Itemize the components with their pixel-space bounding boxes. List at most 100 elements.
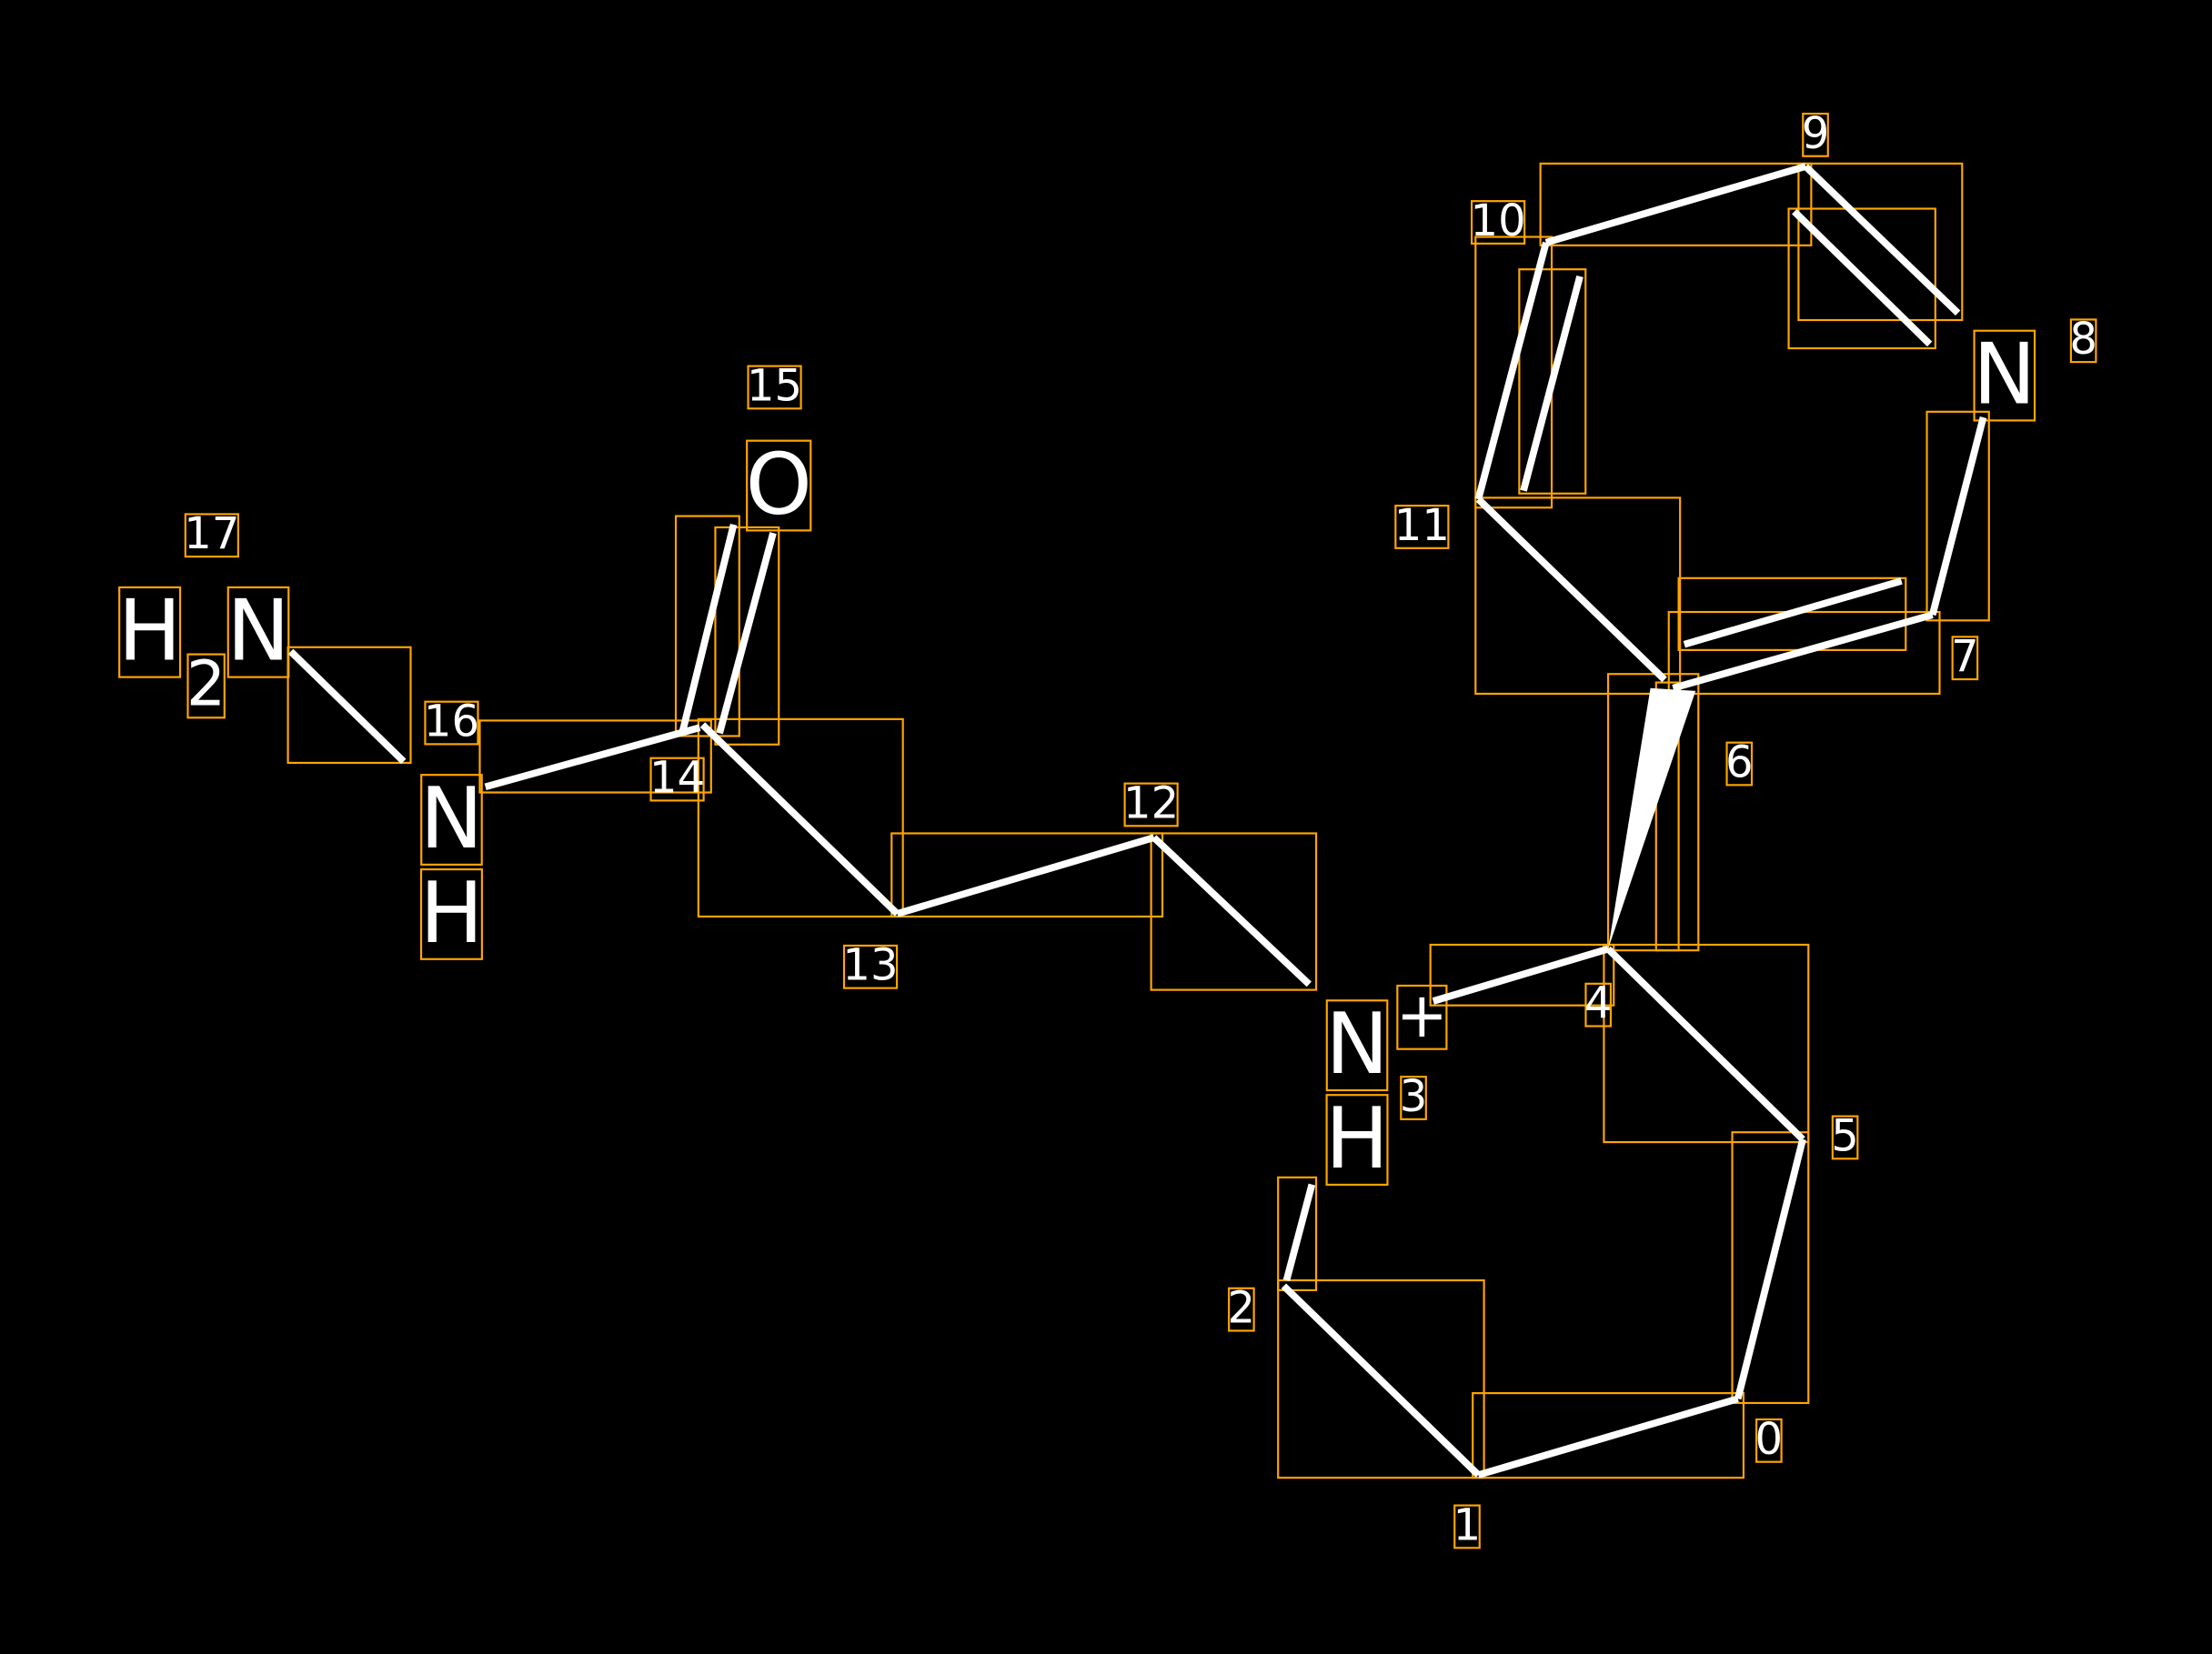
atom-index-4: 4: [1584, 978, 1613, 1029]
bond-line: [1477, 1395, 1739, 1479]
bond-line: [1281, 1283, 1482, 1478]
atom-label-h16: H: [419, 864, 483, 962]
bond-line: [1151, 835, 1312, 987]
label-bbox: [1470, 200, 1526, 245]
atom-index-16: 16: [424, 696, 479, 747]
bond-line: [1792, 208, 1933, 347]
atom-index-8: 8: [2069, 314, 2097, 365]
bond-line: [1605, 946, 1805, 1142]
atom-index-7: 7: [1951, 631, 1979, 682]
bond-line: [1734, 1138, 1806, 1400]
atom-label-o15: O: [746, 435, 812, 533]
atom-index-17: 17: [184, 508, 239, 559]
bounding-boxes: [118, 112, 2097, 1549]
bond-line: [1475, 496, 1667, 683]
atom-label-n17: N: [226, 582, 290, 680]
bond-bbox: [1429, 943, 1615, 1007]
atom-label-h3: H: [1325, 1089, 1389, 1188]
bond-line: [287, 648, 407, 765]
bond-line: [1928, 416, 1987, 616]
label-bbox: [1123, 782, 1179, 827]
bond-bbox: [1606, 673, 1700, 952]
bond-bbox: [1654, 681, 1680, 952]
bond-bbox: [1797, 162, 1964, 322]
bond-bbox: [1277, 1176, 1318, 1291]
label-bbox: [226, 586, 290, 678]
bond-line: [679, 523, 738, 732]
atom-index-10: 10: [1471, 195, 1526, 246]
atom-index-12: 12: [1123, 777, 1179, 828]
bond-line: [896, 834, 1155, 917]
label-bbox: [1400, 1076, 1427, 1120]
bond-bbox: [1474, 496, 1682, 696]
label-bbox: [424, 700, 479, 746]
bond-bbox: [1787, 207, 1936, 350]
bond-line: [699, 722, 900, 917]
atom-label-n16: N: [420, 769, 484, 867]
wedge-bond: [1608, 687, 1696, 949]
label-bbox: [419, 868, 483, 960]
atom-label-n8: N: [1973, 326, 2036, 424]
atom-index-15: 15: [747, 360, 802, 411]
label-bbox: [649, 757, 705, 802]
bond-bbox: [478, 719, 712, 794]
atom-subscript-17: 2: [186, 648, 226, 720]
label-bbox: [186, 653, 226, 719]
bond-line: [1544, 163, 1807, 246]
label-bbox: [1453, 1504, 1481, 1549]
bond-bbox: [1518, 268, 1587, 495]
bonds: [287, 163, 1987, 1479]
label-bbox: [746, 439, 812, 532]
bond-bbox: [697, 717, 904, 918]
bond-bbox: [1150, 832, 1318, 991]
atom-index-0: 0: [1755, 1414, 1784, 1465]
bond-bbox: [1603, 943, 1810, 1144]
atom-index-2: 2: [1228, 1283, 1256, 1334]
atom-index-6: 6: [1725, 737, 1754, 787]
bond-bbox: [674, 515, 740, 737]
label-bbox: [1973, 329, 2036, 422]
label-bbox: [747, 365, 802, 410]
bond-line: [1474, 241, 1550, 500]
label-bbox: [1755, 1418, 1783, 1463]
bond-bbox: [1539, 162, 1813, 246]
label-bbox: [118, 586, 182, 678]
bond-line: [484, 724, 701, 791]
bond-bbox: [1277, 1278, 1485, 1479]
bond-line: [1520, 275, 1584, 492]
atom-label-n3: N: [1325, 995, 1389, 1093]
bond-line: [1672, 611, 1934, 692]
charge-label: +: [1396, 980, 1448, 1052]
label-bbox: [2069, 318, 2097, 364]
label-bbox: [1228, 1287, 1255, 1332]
label-bbox: [842, 944, 899, 989]
label-bbox: [1325, 999, 1389, 1092]
bond-line: [1282, 1183, 1316, 1282]
atom-index-1: 1: [1453, 1499, 1482, 1550]
bond-bbox: [1472, 1392, 1745, 1479]
label-bbox: [1584, 982, 1613, 1027]
label-bbox: [1951, 636, 1979, 681]
bond-line: [1803, 164, 1961, 316]
label-bbox: [1325, 1094, 1389, 1186]
atom-labels: N N H + O N H H 2 N: [118, 326, 2036, 1188]
atom-index-3: 3: [1400, 1071, 1428, 1122]
atom-index-5: 5: [1831, 1110, 1859, 1161]
label-bbox: [1394, 505, 1450, 549]
bond-bbox: [890, 832, 1164, 918]
label-bbox: [1396, 984, 1448, 1050]
bond-bbox: [1731, 1131, 1810, 1405]
label-bbox: [1802, 112, 1829, 157]
bond-bbox: [1925, 410, 1990, 622]
atom-index-11: 11: [1394, 500, 1450, 551]
bond-line: [1683, 577, 1903, 648]
label-bbox: [184, 513, 239, 558]
bond-line: [1432, 945, 1610, 1005]
label-bbox: [1831, 1115, 1859, 1160]
bond-bbox: [287, 646, 412, 765]
bond-bbox: [1677, 576, 1907, 651]
atom-index-9: 9: [1802, 108, 1830, 159]
atom-index-14: 14: [649, 753, 705, 804]
